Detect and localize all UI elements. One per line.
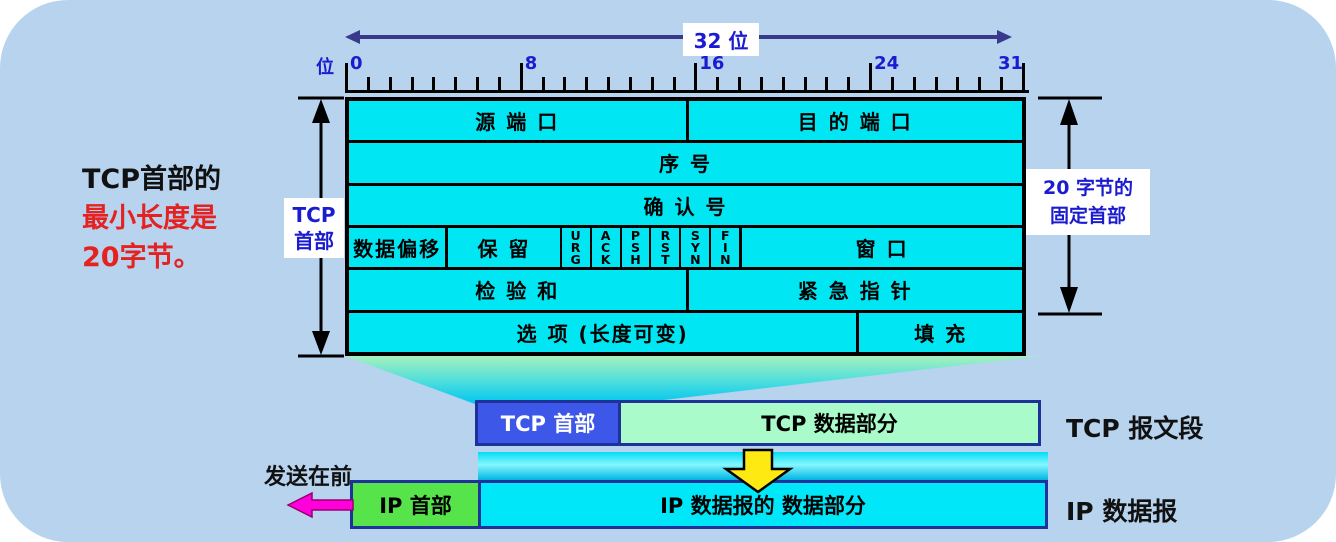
arrow-shaft [354, 35, 1003, 39]
table-row: 源 端 口目 的 端 口 [349, 101, 1023, 141]
ip-data-cell: IP 数据报的 数据部分 [481, 483, 1045, 526]
ruler-tick [432, 77, 436, 90]
bit-unit-label: 位 [316, 57, 334, 78]
ruler-tick [738, 77, 742, 90]
ruler-tick [825, 77, 829, 90]
ip-datagram-bar: IP 首部 IP 数据报的 数据部分 [350, 480, 1048, 529]
field-sequence-number: 序 号 [659, 152, 712, 177]
ruler-tick [345, 63, 348, 90]
down-arrow-icon [722, 448, 794, 494]
ruler-tick [1022, 63, 1025, 90]
ruler-tick [366, 77, 370, 90]
table-row: 确 认 号 [349, 182, 1022, 225]
bit-width-arrow: 32 位 [345, 23, 1012, 56]
ruler-tick [869, 63, 873, 90]
field-flag-syn: S Y N [679, 227, 709, 268]
field-urgent-pointer: 紧 急 指 针 [685, 270, 1023, 310]
ruler-baseline [345, 90, 1029, 93]
ruler-tick [476, 77, 480, 90]
field-checksum: 检 验 和 [475, 279, 560, 304]
ruler-tick [978, 77, 982, 90]
fixed-header-span-label: 20 字节的 固定首部 [1026, 169, 1150, 235]
field-flag-ack: A C K [589, 227, 620, 268]
field-reserved: 保 留 [445, 227, 559, 268]
field-flag-psh: P S H [619, 227, 650, 268]
field-flag-urg: U R G [559, 227, 590, 268]
field-source-port: 源 端 口 [475, 110, 560, 135]
tcp-header-span-label: TCP 首部 [284, 198, 344, 258]
left-arrow-icon [286, 491, 354, 519]
ruler-tick [694, 63, 698, 90]
field-flag-fin: F I N [709, 227, 739, 268]
ruler-tick [650, 77, 654, 90]
arrow-left-head-icon [345, 30, 360, 44]
tcp-segment-data-cell: TCP 数据部分 [621, 403, 1038, 443]
table-row: 序 号 [349, 140, 1022, 182]
note-text: TCP首部的 最小长度是 20字节。 [82, 160, 221, 277]
ruler-tick [781, 77, 785, 90]
ruler-tick [497, 77, 501, 90]
ruler-tick [454, 77, 458, 90]
ruler-tick [956, 77, 960, 90]
field-flag-rst: R S T [649, 227, 679, 268]
arrow-right-head-icon [997, 30, 1012, 44]
ruler-tick [912, 77, 916, 90]
table-row: 选 项 (长度可变) 填 充 [349, 309, 1022, 352]
field-options: 选 项 (长度可变) [516, 321, 689, 346]
ruler-tick-label: 8 [524, 53, 538, 74]
ip-header-cell: IP 首部 [353, 483, 481, 526]
ruler-tick [585, 77, 589, 90]
ip-datagram-label: IP 数据报 [1066, 497, 1178, 526]
ruler-tick [563, 77, 567, 90]
ruler-tick-label: 31 [998, 53, 1024, 74]
ruler-tick [541, 77, 545, 90]
field-ack-number: 确 认 号 [643, 194, 728, 219]
ruler-tick [1000, 77, 1004, 90]
field-window: 窗 口 [739, 227, 1022, 268]
ruler-tick [628, 77, 632, 90]
note-line-3: 20字节。 [82, 242, 201, 273]
ruler-tick [388, 77, 392, 90]
ruler-tick-label: 24 [874, 53, 900, 74]
tcp-segment-label: TCP 报文段 [1066, 414, 1204, 443]
tcp-segment-header-cell: TCP 首部 [478, 403, 621, 443]
send-first-label: 发送在前 [264, 465, 353, 490]
note-line-1: TCP首部的 [82, 164, 222, 195]
ruler-tick [759, 77, 763, 90]
field-padding: 填 充 [856, 312, 1022, 352]
bit-width-label: 32 位 [683, 23, 759, 56]
ruler-tick [716, 77, 720, 90]
table-row: 检 验 和紧 急 指 针 [349, 267, 1023, 310]
ruler-tick [847, 77, 851, 90]
bit-ruler: 0 8 16 24 31 [345, 53, 1029, 93]
ruler-tick-label: 0 [350, 53, 363, 74]
ruler-tick [672, 77, 676, 90]
ruler-tick [519, 63, 523, 90]
note-line-2: 最小长度是 [82, 203, 217, 234]
ruler-tick [890, 77, 894, 90]
ruler-tick [934, 77, 938, 90]
ruler-tick [803, 77, 807, 90]
field-dest-port: 目 的 端 口 [685, 101, 1023, 141]
ruler-tick [607, 77, 611, 90]
field-data-offset: 数据偏移 [353, 237, 442, 262]
tcp-segment-bar: TCP 首部 TCP 数据部分 [475, 400, 1041, 446]
ruler-tick-label: 16 [699, 53, 725, 74]
ruler-tick [410, 77, 414, 90]
